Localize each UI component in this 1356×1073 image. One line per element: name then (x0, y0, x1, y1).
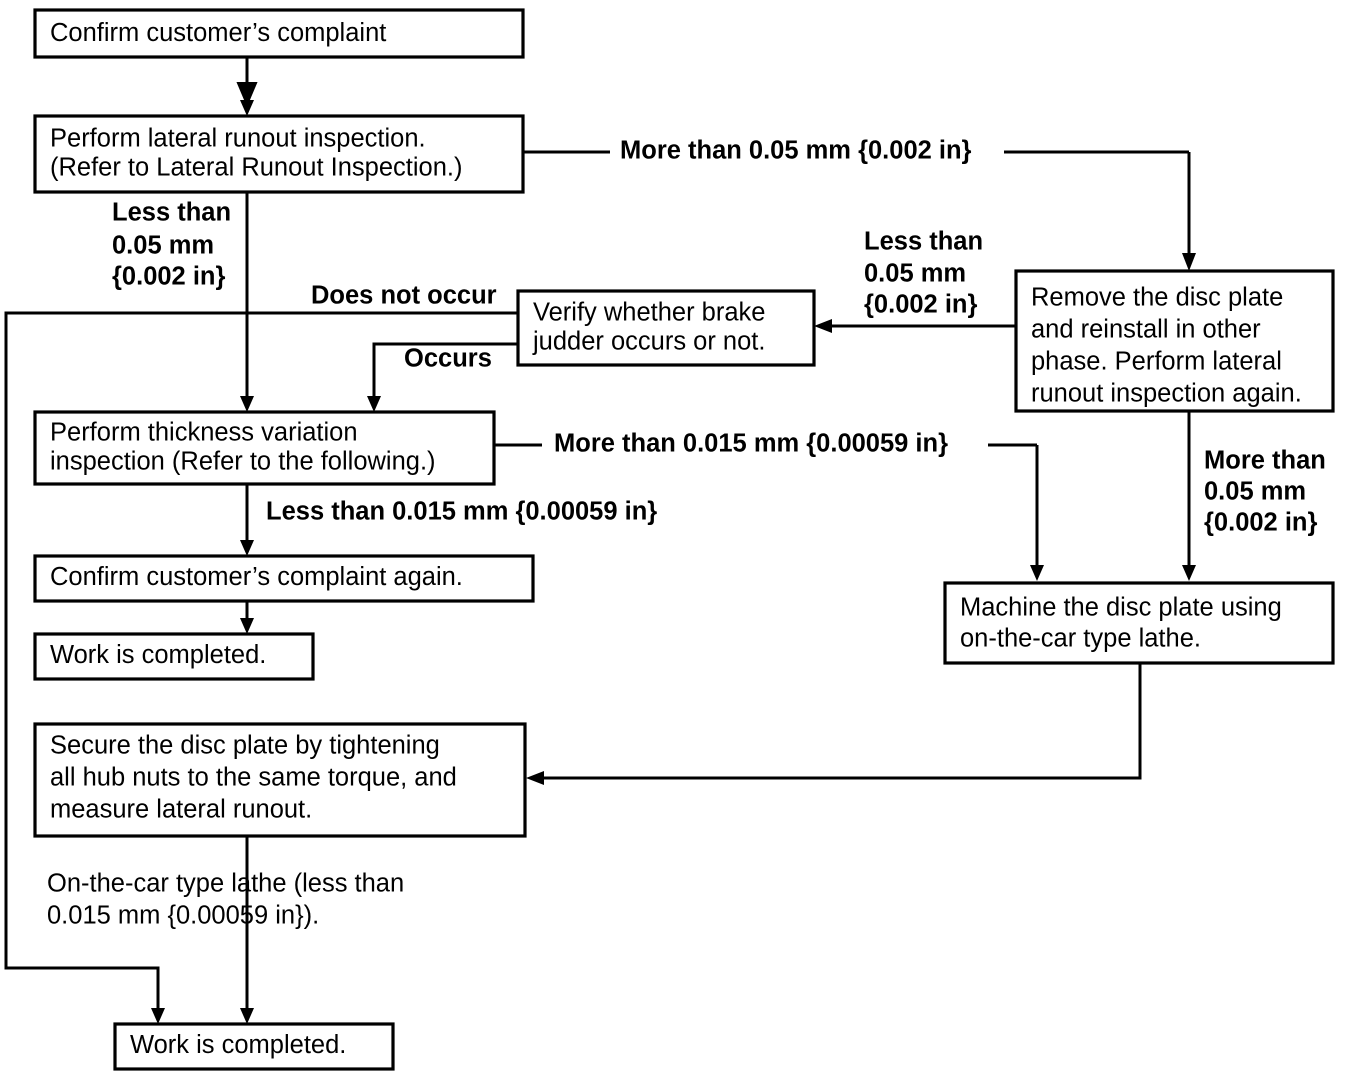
node-thickness-variation-inspection[interactable]: Perform thickness variation inspection (… (33, 410, 496, 486)
connector-occurs (372, 342, 518, 404)
node-verify-brake-judder-line-1: judder occurs or not. (532, 328, 765, 356)
node-verify-brake-judder-line-0: Verify whether brake (533, 299, 765, 327)
connector-does-not-occur (4, 311, 518, 1014)
edge-label-less-than-005-left-line-1: 0.05 mm (112, 232, 214, 260)
arrow-confirm-again-to-work (240, 618, 254, 634)
node-confirm-complaint-line-0: Confirm customer’s complaint (50, 19, 386, 47)
arrow-remove-to-verify (814, 319, 832, 333)
arrow-thickness-to-machine (1030, 565, 1044, 581)
node-work-completed-lower[interactable]: Work is completed. (113, 1022, 395, 1071)
arrow-does-not-occur-to-work-completed (151, 1008, 165, 1024)
edge-label-more-than-005-right-line-1: 0.05 mm (1204, 478, 1306, 506)
node-verify-brake-judder[interactable]: Verify whether brake judder occurs or no… (516, 289, 816, 367)
node-secure-disc-plate[interactable]: Secure the disc plate by tightening all … (33, 722, 527, 838)
edge-label-on-the-car-lathe-note-line-1: 0.015 mm {0.00059 in}). (47, 902, 319, 930)
node-secure-disc-plate-line-0: Secure the disc plate by tightening (50, 732, 440, 760)
edge-label-less-than-005-left-line-2: {0.002 in} (112, 263, 225, 291)
node-remove-disc-plate-line-2: phase. Perform lateral (1031, 348, 1282, 376)
node-secure-disc-plate-box (33, 722, 527, 838)
node-confirm-complaint-again-line-0: Confirm customer’s complaint again. (50, 563, 463, 591)
node-confirm-complaint-again[interactable]: Confirm customer’s complaint again. (33, 554, 535, 603)
edge-label-does-not-occur: Does not occur (311, 282, 497, 310)
edge-label-less-than-005-right-line-2: {0.002 in} (864, 291, 977, 319)
arrow-to-remove-disc-plate (1182, 253, 1196, 271)
node-thickness-variation-inspection-line-0: Perform thickness variation (50, 419, 358, 447)
node-work-completed-lower-line-0: Work is completed. (130, 1031, 346, 1059)
arrow-occurs-to-thickness (367, 396, 381, 412)
edge-label-more-than-005-right: More than 0.05 mm {0.002 in} (1204, 447, 1326, 537)
connector-machine-to-secure (540, 663, 1142, 780)
node-lateral-runout-inspection-line-0: Perform lateral runout inspection. (50, 125, 426, 153)
node-remove-disc-plate[interactable]: Remove the disc plate and reinstall in o… (1014, 269, 1335, 413)
node-machine-disc-plate[interactable]: Machine the disc plate using on-the-car … (943, 581, 1335, 665)
node-machine-disc-plate-line-1: on-the-car type lathe. (960, 625, 1201, 653)
edge-label-more-than-005-right-line-2: {0.002 in} (1204, 509, 1317, 537)
node-confirm-complaint[interactable]: Confirm customer’s complaint (33, 8, 525, 59)
node-work-completed-lower-box (113, 1022, 395, 1071)
edge-label-more-than-0015: More than 0.015 mm {0.00059 in} (554, 430, 948, 458)
edge-label-more-than-005-right-line-0: More than (1204, 447, 1326, 475)
edge-label-more-than-005-top: More than 0.05 mm {0.002 in} (620, 137, 972, 165)
edge-label-less-than-005-right-line-0: Less than (864, 228, 983, 256)
edge-label-less-than-005-left: Less than 0.05 mm {0.002 in} (112, 199, 231, 291)
node-secure-disc-plate-line-2: measure lateral runout. (50, 796, 312, 824)
arrow-remove-to-machine (1182, 565, 1196, 581)
node-confirm-complaint-box (33, 8, 525, 59)
node-remove-disc-plate-line-1: and reinstall in other (1031, 316, 1261, 344)
node-machine-disc-plate-box (943, 581, 1335, 665)
node-thickness-variation-inspection-box (33, 410, 496, 486)
edge-label-less-than-0015: Less than 0.015 mm {0.00059 in} (266, 498, 657, 526)
node-remove-disc-plate-line-0: Remove the disc plate (1031, 284, 1283, 312)
node-lateral-runout-inspection-line-1: (Refer to Lateral Runout Inspection.) (50, 154, 462, 182)
node-work-completed-upper-line-0: Work is completed. (50, 641, 266, 669)
node-lateral-runout-inspection[interactable]: Perform lateral runout inspection. (Refe… (33, 114, 525, 194)
node-thickness-variation-inspection-line-1: inspection (Refer to the following.) (50, 448, 436, 476)
node-remove-disc-plate-box (1014, 269, 1335, 413)
edge-label-less-than-005-left-line-0: Less than (112, 199, 231, 227)
arrow-thickness-to-confirm-again (240, 540, 254, 556)
arrow-secure-to-work-lower (240, 1008, 254, 1024)
node-lateral-runout-inspection-box (33, 114, 525, 194)
arrow-lateral-to-thickness (240, 396, 254, 412)
node-work-completed-upper[interactable]: Work is completed. (33, 632, 315, 681)
node-remove-disc-plate-line-3: runout inspection again. (1031, 380, 1302, 408)
node-machine-disc-plate-line-0: Machine the disc plate using (960, 594, 1282, 622)
node-secure-disc-plate-line-1: all hub nuts to the same torque, and (50, 764, 457, 792)
edge-label-less-than-005-right-line-1: 0.05 mm (864, 260, 966, 288)
arrow-confirm-to-lateral (240, 100, 254, 116)
edge-label-on-the-car-lathe-note: On-the-car type lathe (less than 0.015 m… (47, 870, 404, 930)
arrow-machine-to-secure (526, 771, 544, 785)
node-verify-brake-judder-box (516, 289, 816, 367)
node-work-completed-upper-box (33, 632, 315, 681)
edge-label-occurs: Occurs (404, 345, 492, 373)
edge-label-on-the-car-lathe-note-line-0: On-the-car type lathe (less than (47, 870, 404, 898)
edge-label-less-than-005-right: Less than 0.05 mm {0.002 in} (864, 228, 983, 319)
node-confirm-complaint-again-box (33, 554, 535, 603)
